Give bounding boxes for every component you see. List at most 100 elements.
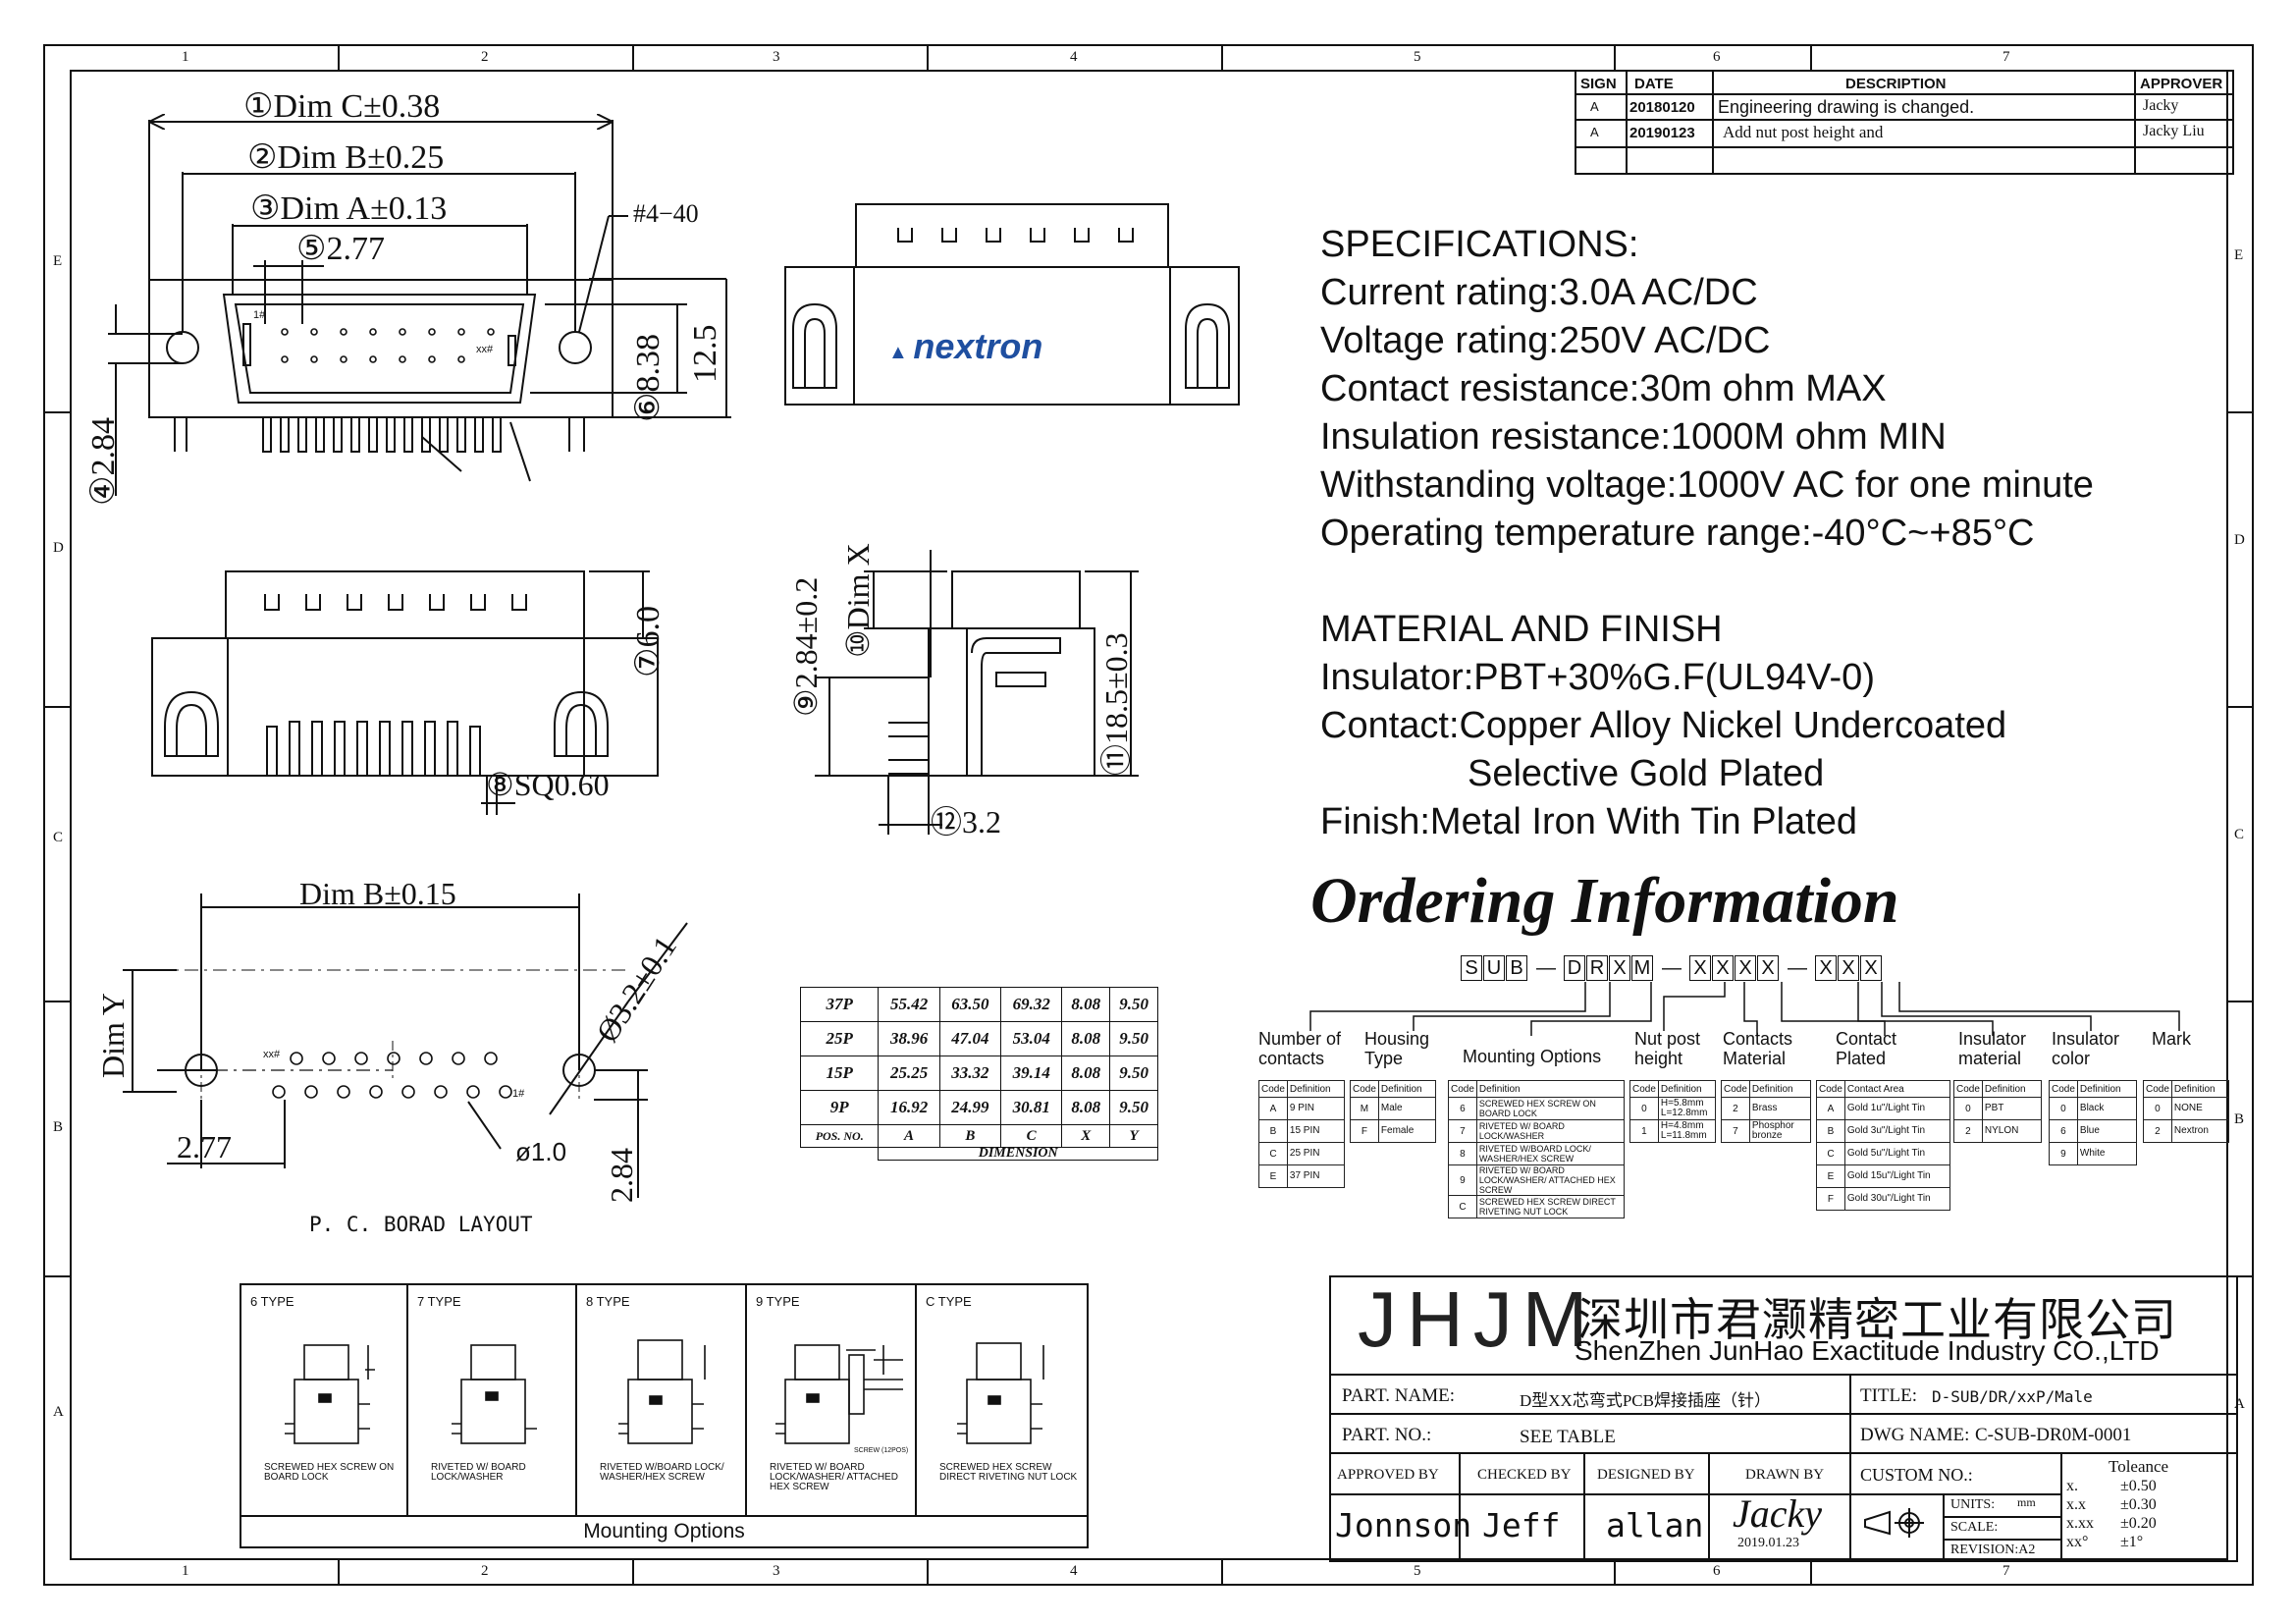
pcb-dim-y-label: Dim Y	[95, 993, 131, 1078]
ordering-table-cell: 9 PIN	[1286, 1097, 1346, 1120]
spec-line-4: Insulation resistance:1000M ohm MIN	[1320, 416, 1947, 458]
material-line-1: Insulator:PBT+30%G.F(UL94V-0)	[1320, 657, 1875, 698]
company-name-cn: 深圳市君灏精密工业有限公司	[1577, 1294, 2177, 1345]
units-value: mm	[2017, 1495, 2036, 1509]
mounting-title: Mounting Options	[583, 1520, 745, 1543]
pcb-hole-label: ø1.0	[515, 1137, 567, 1166]
ordering-table-cell: M	[1350, 1097, 1379, 1120]
ordering-table-cell: Blue	[2076, 1119, 2138, 1143]
ordering-table-header: Definition	[2076, 1080, 2138, 1098]
pin-1-label: 1#	[253, 309, 266, 321]
ordering-table-cell: Gold 15u"/Light Tin	[1843, 1164, 1951, 1188]
ordering-table-header: Definition	[1748, 1080, 1812, 1098]
code-char: X	[1735, 955, 1756, 981]
dimension-header: B	[938, 1124, 1002, 1148]
tolerance-key: x.	[2066, 1478, 2078, 1494]
zone-col-5: 5	[1414, 49, 1421, 65]
ordering-table-cell: H=5.8mm L=12.8mm	[1657, 1097, 1717, 1120]
drawn-by-signature: Jacky	[1733, 1491, 1823, 1536]
ordering-table-cell: 2	[1721, 1097, 1750, 1120]
ordering-table-header: Definition	[1981, 1080, 2043, 1098]
thread-label: #4−40	[633, 199, 699, 228]
nextron-triangle-icon: ▲	[888, 342, 914, 363]
zone-row-c: C	[53, 830, 64, 845]
dwg-name-value: C-SUB-DR0M-0001	[1975, 1425, 2132, 1445]
ordering-table-cell: PBT	[1981, 1097, 2043, 1120]
code-char: X	[1609, 955, 1630, 981]
dimension-cell: 69.32	[1000, 987, 1063, 1022]
ordering-table-cell: 37 PIN	[1286, 1164, 1346, 1188]
zone-col-7-bottom: 7	[2002, 1563, 2010, 1579]
dimension-cell: 8.08	[1061, 1056, 1111, 1091]
dimension-cell: 37P	[799, 987, 880, 1022]
drawn-date: 2019.01.23	[1737, 1536, 1799, 1550]
mounting-type-label: C TYPE	[926, 1294, 972, 1309]
ordering-table-cell: Nextron	[2170, 1119, 2230, 1143]
rev-header-approver: APPROVER	[2140, 76, 2223, 92]
ordering-table-cell: C	[1816, 1142, 1845, 1165]
dimension-cell: 8.08	[1061, 1021, 1111, 1056]
approved-by-label: APPROVED BY	[1337, 1467, 1439, 1483]
material-line-3: Selective Gold Plated	[1468, 753, 1825, 794]
code-char: X	[1815, 955, 1837, 981]
ordering-category: Number of contacts	[1258, 1029, 1342, 1068]
ordering-category: Mounting Options	[1463, 1047, 1602, 1066]
ordering-table-cell: 0	[2143, 1097, 2172, 1120]
tolerance-value: ±0.50	[2120, 1478, 2157, 1494]
ordering-table-header: Definition	[2170, 1080, 2230, 1098]
ordering-table-header: Definition	[1657, 1080, 1717, 1098]
zone-row-d: D	[53, 540, 64, 556]
spec-line-1: Current rating:3.0A AC/DC	[1320, 272, 1758, 313]
screw-note: SCREW (12POS)	[854, 1447, 909, 1454]
pcb-2-84-label: 2.84	[604, 1148, 639, 1203]
zone-col-3: 3	[773, 49, 780, 65]
ordering-category: Contact Plated	[1836, 1029, 1897, 1068]
zone-row-a-right: A	[2234, 1396, 2245, 1412]
mounting-type-label: 6 TYPE	[250, 1294, 294, 1309]
rev-row1-date: 20180120	[1629, 99, 1695, 116]
zone-row-e-right: E	[2234, 247, 2244, 263]
material-line-4: Finish:Metal Iron With Tin Plated	[1320, 801, 1857, 842]
ordering-table-cell: RIVETED W/BOARD LOCK/ WASHER/HEX SCREW	[1475, 1142, 1626, 1165]
dim-12-label: ⑫3.2	[931, 804, 1002, 839]
ordering-table-cell: E	[1816, 1164, 1845, 1188]
title-label: TITLE:	[1860, 1385, 1918, 1406]
dimension-cell: 33.32	[938, 1056, 1002, 1091]
ordering-table-cell: A	[1816, 1097, 1845, 1120]
ordering-table-cell: White	[2076, 1142, 2138, 1165]
ordering-table-cell: E	[1258, 1164, 1288, 1188]
zone-col-4-bottom: 4	[1070, 1563, 1078, 1579]
checked-by-label: CHECKED BY	[1477, 1467, 1572, 1483]
dim-8-label: ⑧SQ0.60	[486, 767, 610, 802]
ordering-table-cell: Female	[1377, 1119, 1437, 1143]
rev-row1-sign-icon: A	[1590, 99, 1599, 114]
dimension-cell: 9.50	[1109, 1021, 1158, 1056]
approved-by-value: Jonnson	[1335, 1506, 1472, 1544]
code-char: X	[1860, 955, 1882, 981]
rev-header-date: DATE	[1634, 76, 1674, 92]
mounting-type-label: 8 TYPE	[586, 1294, 630, 1309]
ordering-table-cell: 0	[1629, 1097, 1659, 1120]
dimension-cell: 8.08	[1061, 987, 1111, 1022]
dim-11-label: ⑪18.5±0.3	[1098, 632, 1134, 776]
tolerance-key: x.x	[2066, 1496, 2086, 1513]
ordering-table-cell: 7	[1448, 1119, 1477, 1143]
ordering-category: Insulator material	[1958, 1029, 2027, 1068]
ordering-table-header: Contact Area	[1843, 1080, 1951, 1098]
dimension-header: C	[1000, 1124, 1063, 1148]
dimension-cell: 25P	[799, 1021, 880, 1056]
